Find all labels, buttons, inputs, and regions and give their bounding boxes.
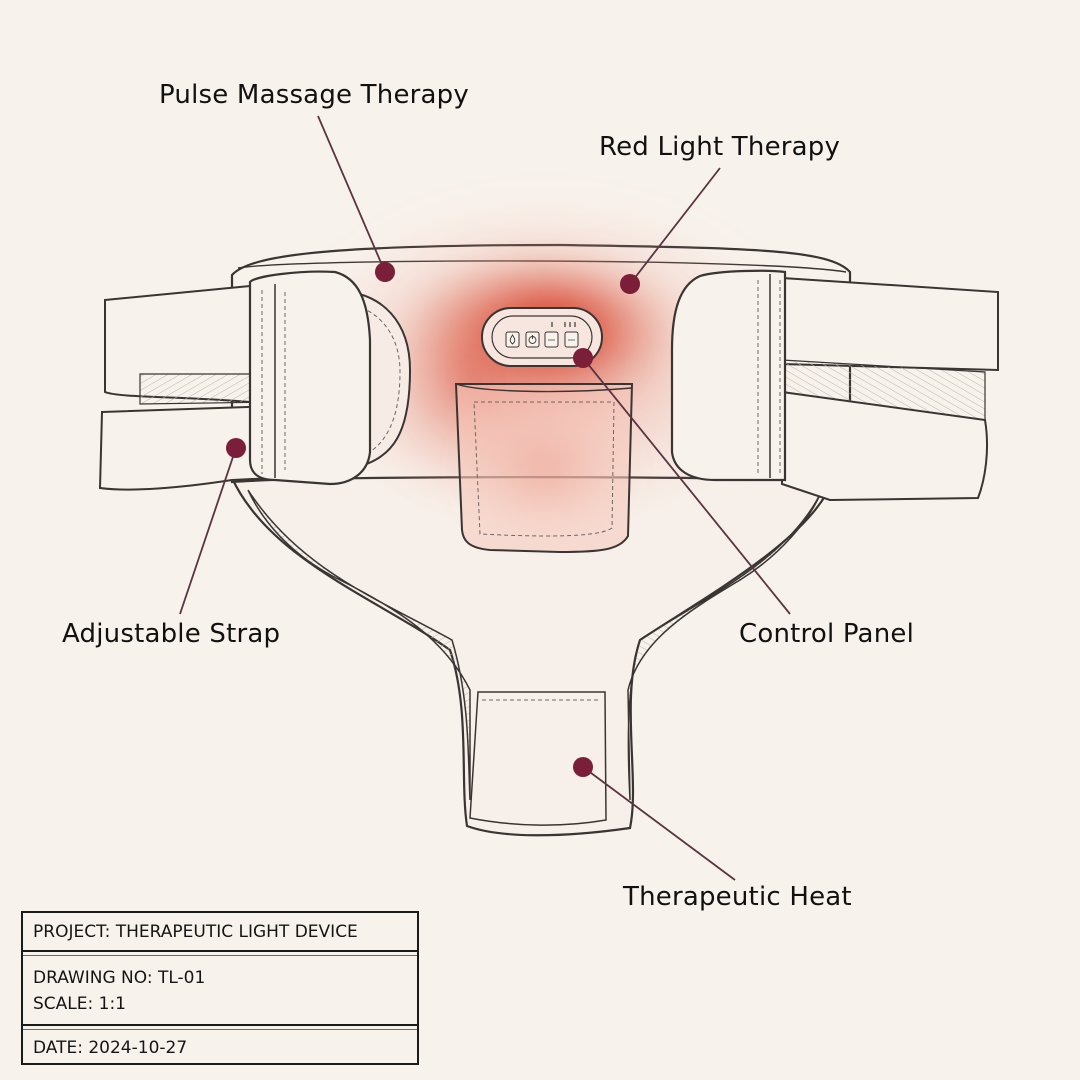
dot-adjustable-strap (226, 438, 246, 458)
dot-red-light (620, 274, 640, 294)
leader-pulse-massage (317, 115, 386, 273)
leader-lines (179, 115, 791, 881)
left-strap-buckle (248, 270, 372, 486)
label-adjustable-strap: Adjustable Strap (62, 619, 281, 649)
leader-therapeutic-heat (582, 766, 736, 881)
control-panel-buttons (505, 322, 579, 348)
callout-dots (226, 262, 640, 777)
right-strap-lower (781, 390, 988, 502)
right-strap-buckle (670, 269, 787, 482)
dot-pulse-massage (375, 262, 395, 282)
title-block-drawing-info: DRAWING NO: TL-01 SCALE: 1:1 (23, 958, 417, 1030)
control-panel-device (481, 307, 603, 367)
title-block-date: DATE: 2024-10-27 (33, 1038, 188, 1058)
leader-adjustable-strap (179, 447, 237, 615)
front-pocket (454, 383, 634, 554)
power-icon (525, 331, 540, 348)
heat-icon (564, 331, 579, 348)
title-block: PROJECT: THERAPEUTIC LIGHT DEVICE DRAWIN… (21, 911, 419, 1065)
left-strap-upper (104, 276, 286, 405)
dot-control-panel (573, 348, 593, 368)
title-block-drawing-no: DRAWING NO: TL-01 (33, 968, 206, 988)
label-pulse-massage-therapy: Pulse Massage Therapy (159, 80, 469, 110)
vibration-icon (544, 331, 559, 348)
left-strap-lower (98, 404, 276, 491)
label-therapeutic-heat: Therapeutic Heat (623, 882, 852, 912)
drop-icon (505, 331, 520, 348)
leader-red-light (629, 167, 721, 285)
title-block-scale: SCALE: 1:1 (33, 994, 126, 1014)
label-red-light-therapy: Red Light Therapy (599, 132, 841, 162)
label-control-panel: Control Panel (739, 619, 914, 649)
dot-therapeutic-heat (573, 757, 593, 777)
leader-control-panel (582, 357, 791, 615)
title-block-project: PROJECT: THERAPEUTIC LIGHT DEVICE (23, 913, 417, 956)
